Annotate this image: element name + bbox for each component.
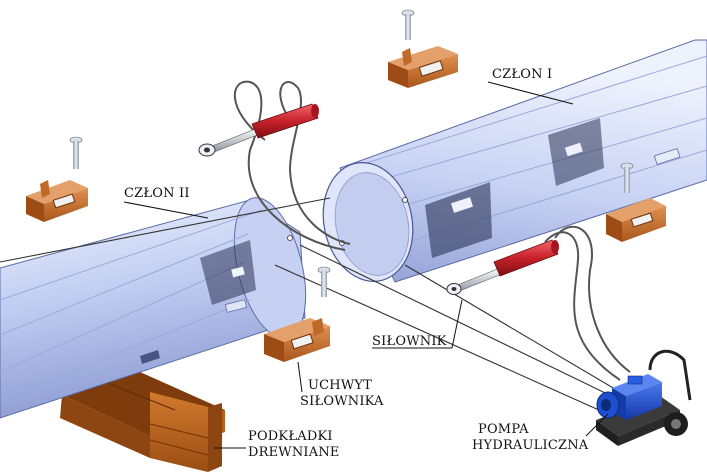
- bolt-top: [401, 9, 415, 40]
- label-segment-1: CZŁON I: [492, 67, 552, 82]
- label-wooden-pads-line1: PODKŁADKI: [248, 429, 333, 444]
- label-segment-2: CZŁON II: [124, 186, 190, 201]
- pipe-segment-2: [0, 197, 307, 419]
- label-wooden-pads-line2: DREWNIANE: [248, 445, 340, 460]
- bolt-right: [620, 162, 634, 193]
- hydraulic-hoses: [233, 80, 631, 381]
- label-actuator-holder-line2: SIŁOWNIKA: [300, 394, 384, 409]
- leader-lines: [123, 81, 609, 449]
- bolt-left: [69, 136, 83, 169]
- wooden-pads: [60, 372, 225, 472]
- actuator-holder-bottom: [264, 318, 330, 362]
- steel-cables: [0, 197, 631, 416]
- hydraulic-pump: [596, 349, 692, 446]
- bolt-middle: [317, 266, 331, 297]
- label-actuator: SIŁOWNIK: [372, 334, 447, 349]
- label-actuator-holder-line1: UCHWYT: [308, 378, 372, 393]
- hydraulic-cylinder-upper: [198, 103, 319, 157]
- pipe-segment-1: [322, 39, 707, 283]
- actuator-holder-left: [26, 180, 88, 222]
- actuator-holder-right: [606, 198, 666, 242]
- label-pump-line1: POMPA: [478, 422, 529, 437]
- actuator-holder-top: [388, 46, 458, 88]
- hydraulic-cylinder-lower: [446, 239, 559, 295]
- label-pump-line2: HYDRAULICZNA: [472, 438, 589, 453]
